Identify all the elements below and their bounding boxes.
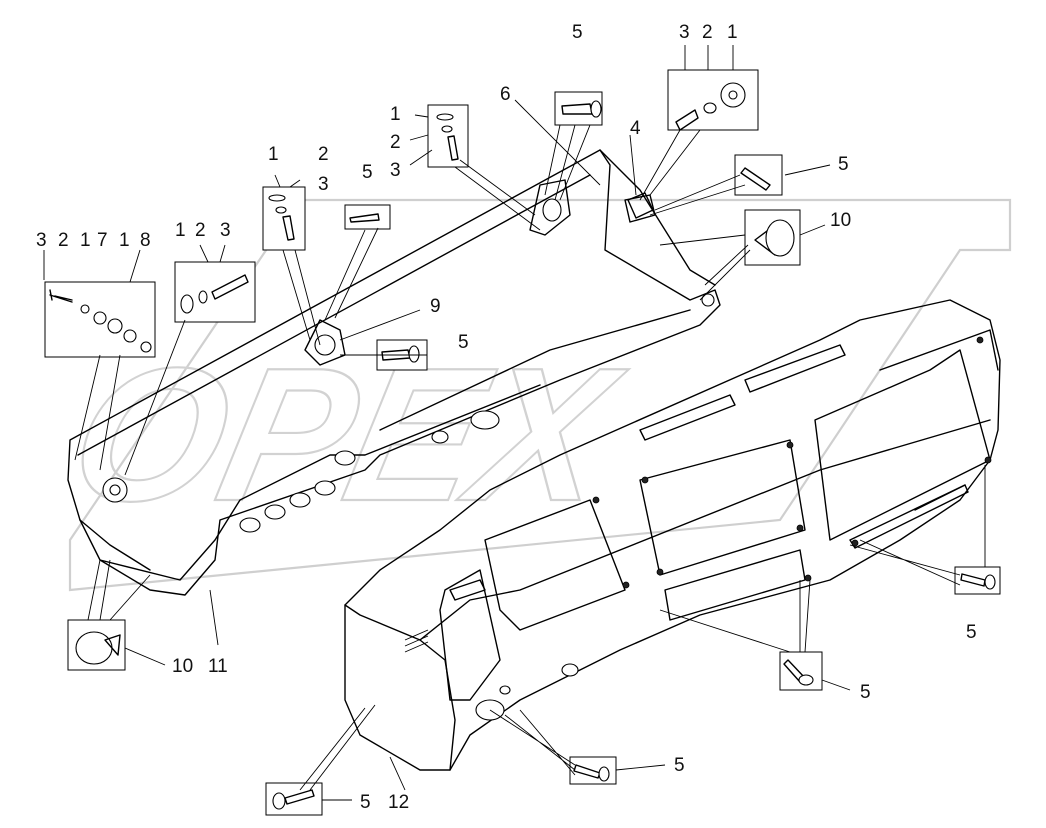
callout-1: 1	[727, 22, 738, 43]
watermark-logo: OPEX	[54, 198, 1012, 592]
fastener-group-vertical-1	[262, 186, 306, 251]
callout-1: 1	[80, 230, 91, 251]
fastener-group-top-right	[667, 69, 759, 131]
plug-box-right	[744, 209, 801, 266]
callout-5: 5	[458, 332, 469, 353]
callout-12: 12	[388, 792, 409, 813]
screw-box-right-top	[734, 154, 783, 196]
screw-box-top-left	[344, 204, 391, 230]
leader-lines	[43, 45, 986, 801]
bracket-item-4	[627, 192, 654, 219]
screw-box-bottom-center	[779, 651, 823, 691]
fastener-group-vertical-2	[427, 104, 469, 168]
callout-8: 8	[140, 230, 151, 251]
callout-7: 7	[97, 230, 108, 251]
callout-3: 3	[318, 174, 329, 195]
callout-10: 10	[172, 656, 193, 677]
callout-labels: 3 2 1 7 1 8 1 2 3 1 2 3 5 1 2 3 6 5 3 2 …	[36, 22, 977, 813]
screw-box-top-center	[554, 91, 603, 126]
callout-3: 3	[679, 22, 690, 43]
callout-3: 3	[36, 230, 47, 251]
screw-box-right-lower	[954, 566, 1001, 595]
callout-11: 11	[208, 656, 228, 677]
watermark-text: OPEX	[55, 328, 638, 541]
dashboard-panel	[344, 299, 1001, 771]
callout-1: 1	[175, 220, 186, 241]
plug-box-bottom-left	[67, 619, 126, 671]
callout-2: 2	[195, 220, 206, 241]
callout-6: 6	[500, 84, 511, 105]
callout-9: 9	[430, 296, 441, 317]
callout-5: 5	[360, 792, 371, 813]
callout-1: 1	[390, 104, 401, 125]
screw-box-bottom-left	[265, 782, 323, 816]
callout-3: 3	[220, 220, 231, 241]
callout-5: 5	[674, 755, 685, 776]
callout-5: 5	[362, 162, 373, 183]
callout-5: 5	[572, 22, 583, 43]
rear-frame	[67, 149, 721, 596]
fastener-group-left	[44, 281, 156, 358]
callout-5: 5	[838, 154, 849, 175]
callout-10: 10	[830, 210, 851, 231]
callout-2: 2	[318, 144, 329, 165]
screw-box-bottom-right	[569, 756, 617, 785]
fastener-group-bolt-washers	[174, 261, 256, 323]
callout-5: 5	[860, 682, 871, 703]
callout-2: 2	[58, 230, 69, 251]
callout-1: 1	[119, 230, 130, 251]
callout-4: 4	[630, 118, 641, 139]
callout-2: 2	[702, 22, 713, 43]
callout-2: 2	[390, 132, 401, 153]
callout-5: 5	[966, 622, 977, 643]
callout-1: 1	[268, 144, 279, 165]
callout-3: 3	[390, 160, 401, 181]
